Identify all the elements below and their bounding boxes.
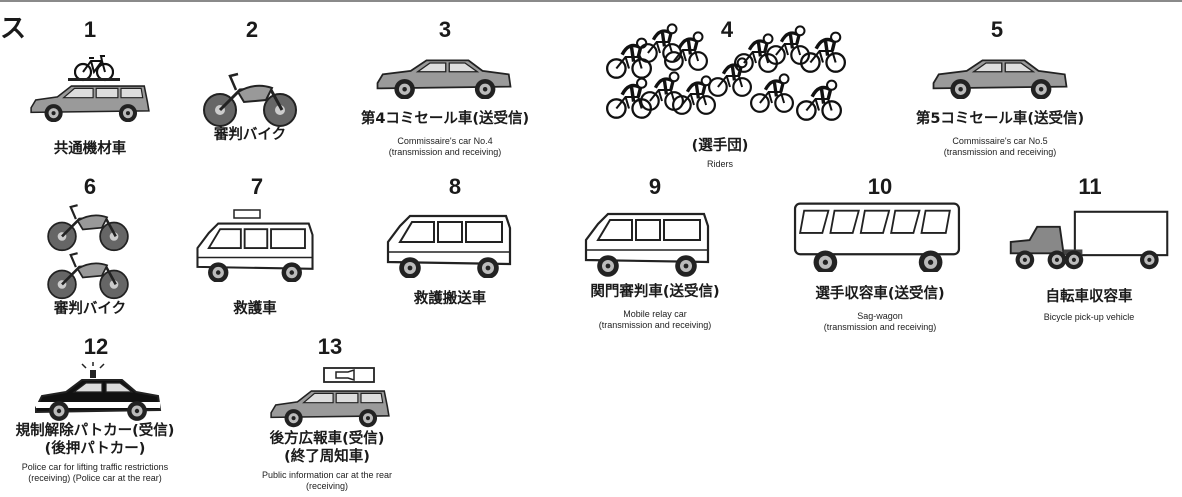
item-6-label: 審判バイク [53,301,127,317]
item-7-label: 救護車 [233,301,277,317]
referee-motorbike-icon [202,72,298,128]
ambulance-transport-icon [384,208,514,278]
item-4-number: 4 [720,17,734,42]
item-10-label: 選手収容車(送受信) Sag-wagon (transmission and r… [815,286,945,332]
item-12-label: 規制解除パトカー(受信) (後押パトカー) Police car for lif… [15,423,175,483]
item-13-label: 後方広報車(受信) (終了周知車) Public information car… [261,431,393,491]
top-rule [0,0,1182,2]
ambulance-icon [190,209,320,282]
item-10-number: 10 [867,174,893,199]
item-8-label: 救護搬送車 [413,291,487,307]
sag-wagon-bus-icon [792,200,964,272]
item-7-number: 7 [250,174,264,199]
item-3-number: 3 [438,17,452,42]
item-11-label: 自転車収容車 Bicycle pick-up vehicle [1043,289,1135,322]
item-2-label: 審判バイク [213,127,287,143]
riders-peloton-icon [606,22,846,122]
item-8-number: 8 [448,174,462,199]
item-9-label: 関門審判車(送受信) Mobile relay car (transmissio… [590,284,720,330]
item-12-number: 12 [83,334,109,359]
item-5-number: 5 [990,17,1004,42]
item-2-number: 2 [245,17,259,42]
item-1-number: 1 [83,17,97,42]
cropped-heading-fragment: ス [0,14,27,44]
public-information-car-icon [268,367,392,432]
mobile-relay-car-icon [582,205,712,277]
referee-motorbikes-pair-icon [46,203,130,300]
item-4-label: (選手団) Riders [691,138,749,169]
commissaire-car-5-icon [930,55,1070,99]
item-9-number: 9 [648,174,662,199]
bicycle-pickup-truck-icon [1004,208,1174,274]
item-1-label: 共通機材車 [53,141,127,157]
support-wagon-with-bike-icon [28,54,152,127]
item-6-number: 6 [83,174,97,199]
commissaire-car-4-icon [374,55,514,99]
item-5-label: 第5コミセール車(送受信) Commissaire's car No.5 (tr… [915,111,1085,157]
item-11-number: 11 [1078,174,1102,199]
item-13-number: 13 [317,334,343,359]
item-3-label: 第4コミセール車(送受信) Commissaire's car No.4 (tr… [360,111,530,157]
police-patrol-car-icon [35,362,162,421]
